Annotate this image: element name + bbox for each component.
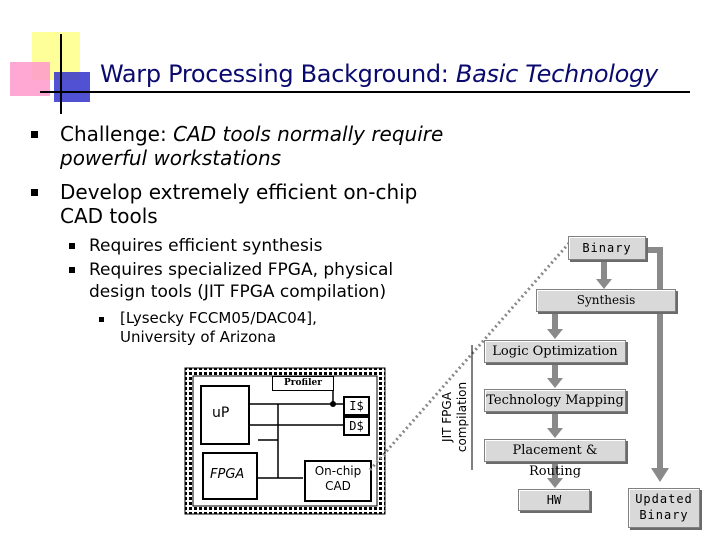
fpga-label: FPGA xyxy=(210,467,245,482)
slide-title: Warp Processing Background: Basic Techno… xyxy=(100,60,658,88)
bullet-marker xyxy=(31,131,38,138)
sub-bullet-synthesis: Requires efficient synthesis xyxy=(89,236,323,256)
decor-horizontal-line xyxy=(40,91,690,93)
decor-vertical-line xyxy=(60,34,62,114)
hw-box: HW xyxy=(518,489,590,511)
sub-sub-bullet-marker xyxy=(99,317,104,322)
profiler-box: Profiler xyxy=(272,376,334,391)
sub-bullet-marker xyxy=(69,243,75,249)
binary-to-updated-arrowhead xyxy=(651,468,669,482)
citation: [Lysecky FCCM05/DAC04], University of Ar… xyxy=(120,309,317,346)
decor-pink-square xyxy=(10,62,50,96)
arrowhead xyxy=(547,378,563,388)
arrowhead xyxy=(547,478,563,488)
cad-block xyxy=(304,460,372,502)
bullet-develop: Develop extremely efficient on-chip CAD … xyxy=(60,180,418,228)
sub-bullet-fpga: Requires specialized FPGA, physical desi… xyxy=(89,260,394,302)
technology-mapping-box: Technology Mapping xyxy=(484,389,626,412)
icache-block: I$ xyxy=(343,396,370,416)
bullet-marker xyxy=(31,189,38,196)
binary-to-updated-line xyxy=(646,247,663,468)
arrowhead xyxy=(547,329,563,339)
wire-junction xyxy=(330,401,336,407)
up-block xyxy=(200,385,250,445)
synthesis-box: Synthesis xyxy=(536,289,676,312)
dcache-block: D$ xyxy=(343,416,370,436)
up-label: uP xyxy=(212,405,230,421)
dotted-connector xyxy=(368,241,572,471)
fpga-block xyxy=(202,452,258,500)
bullet-challenge: Challenge: CAD tools normally require po… xyxy=(60,122,444,170)
arrowhead xyxy=(547,428,563,438)
arrowhead xyxy=(596,279,612,289)
sub-bullet-marker xyxy=(69,267,75,273)
binary-box: Binary xyxy=(568,236,646,260)
placement-routing-box: Placement & Routing xyxy=(484,439,626,479)
logic-optimization-box: Logic Optimization xyxy=(484,340,626,363)
